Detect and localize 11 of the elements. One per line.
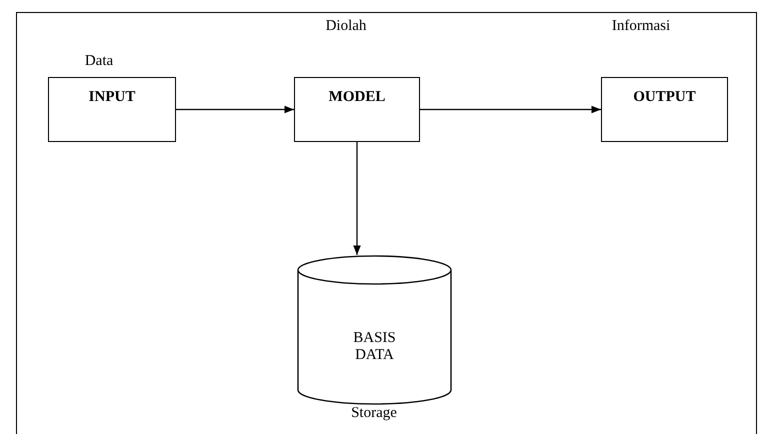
annotation-text: Diolah: [326, 18, 366, 35]
annotation-text: Storage: [351, 405, 397, 422]
arrow: [420, 106, 601, 114]
arrow: [353, 142, 361, 255]
arrow: [176, 106, 294, 114]
node-label: INPUT: [88, 89, 136, 106]
annotation-text: Informasi: [612, 18, 670, 35]
node-label: OUTPUT: [632, 89, 697, 106]
node-label: BASIS DATA: [352, 330, 397, 364]
annotation-text: Data: [84, 53, 114, 70]
node-label: MODEL: [328, 89, 386, 106]
